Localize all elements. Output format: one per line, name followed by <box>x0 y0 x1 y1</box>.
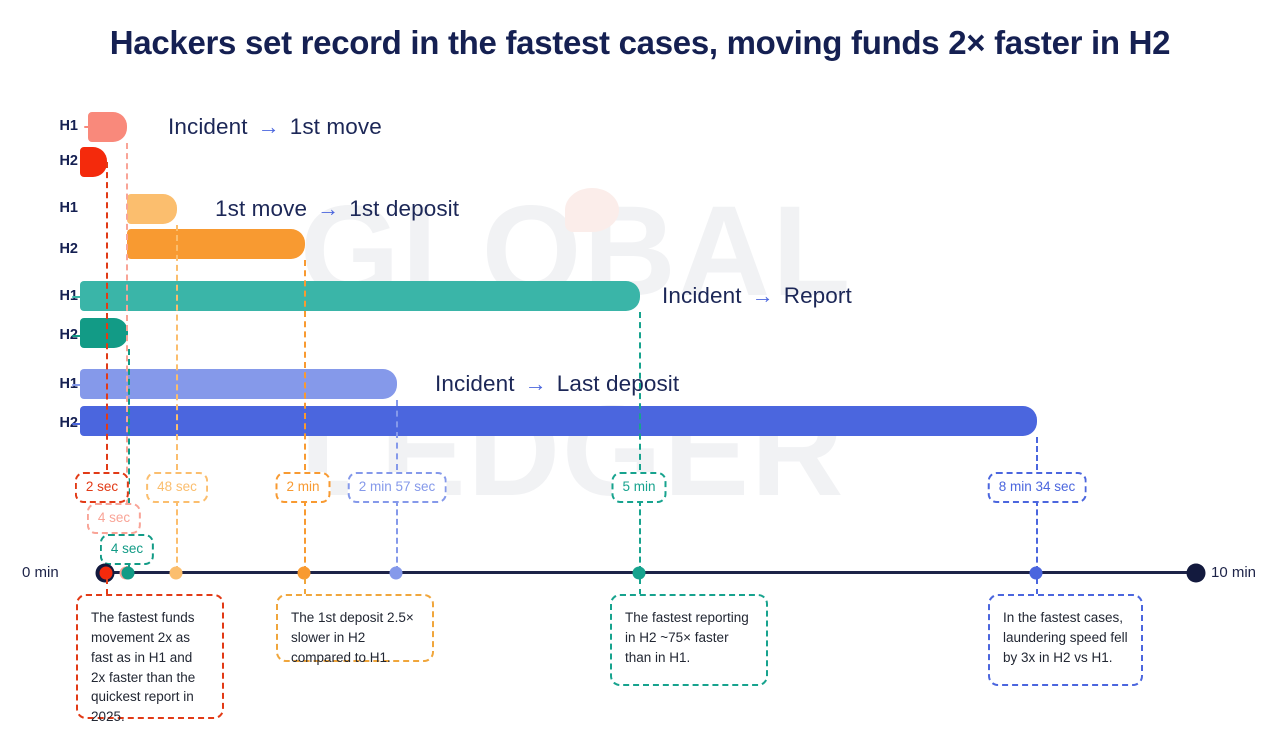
watermark-blob <box>565 188 619 232</box>
leader-line-2-min <box>304 260 306 470</box>
callout-stem-3 <box>639 578 641 595</box>
row-label-g1-h1: H1 <box>59 118 78 134</box>
row-label-g2-h1: H1 <box>59 200 78 216</box>
series-label-g3: Incident → Report <box>662 283 852 309</box>
axis-marker-2-min <box>297 566 311 580</box>
axis-marker-2-sec <box>99 566 113 580</box>
bar-g1-h2 <box>80 147 107 177</box>
row-tick-g3-h1 <box>72 296 82 298</box>
bar-g4-h1 <box>80 369 397 399</box>
leader-line-2-min-57-sec <box>396 400 398 470</box>
arrow-icon: → <box>751 283 774 308</box>
series-label-g1-right: 1st move <box>289 114 382 139</box>
annotation-text-2: The 1st deposit 2.5× slower in H2 compar… <box>291 610 414 665</box>
axis-marker-5-min <box>632 566 646 580</box>
axis-marker-2-min-57-sec <box>389 566 403 580</box>
axis-end-label: 10 min <box>1211 564 1257 581</box>
value-pill-8-min-34-sec: 8 min 34 sec <box>987 472 1087 503</box>
leader-line-4-sec-teal-lower <box>128 560 130 572</box>
bar-g3-h2 <box>80 318 128 348</box>
row-label-g1-h2: H2 <box>59 153 78 169</box>
annotation-text-1: The fastest funds movement 2x as fast as… <box>91 610 196 725</box>
value-pill-5-min: 5 min <box>611 472 667 503</box>
value-pill-48-sec: 48 sec <box>146 472 208 503</box>
series-label-g4: Incident → Last deposit <box>435 371 679 397</box>
bar-g2-h1 <box>127 194 177 224</box>
leader-line-48-sec <box>176 225 178 470</box>
series-label-g3-right: Report <box>783 283 852 308</box>
value-pill-2-min-57-sec: 2 min 57 sec <box>347 472 447 503</box>
axis-start-label: 0 min <box>22 564 59 581</box>
value-pill-2-min: 2 min <box>275 472 331 503</box>
value-pill-4-sec-teal: 4 sec <box>99 534 155 565</box>
leader-line-2-min-lower <box>304 500 306 572</box>
annotation-callout-3: The fastest reporting in H2 ~75× faster … <box>610 594 768 686</box>
leader-line-8-min-34-sec-lower <box>1036 500 1038 572</box>
axis-end-dot <box>1186 563 1206 583</box>
bar-g4-h2 <box>80 406 1037 436</box>
annotation-callout-1: The fastest funds movement 2x as fast as… <box>76 594 224 724</box>
leader-line-4-sec-salmon <box>126 143 128 503</box>
row-tick-g4-h2 <box>72 423 82 425</box>
leader-line-48-sec-lower <box>176 500 178 572</box>
callout-stem-4 <box>1036 578 1038 595</box>
series-label-g1-left: Incident <box>168 114 248 139</box>
annotation-text-3: The fastest reporting in H2 ~75× faster … <box>625 610 749 665</box>
row-label-g4-h1: H1 <box>59 376 78 392</box>
annotation-callout-4: In the fastest cases, laundering speed f… <box>988 594 1143 686</box>
row-label-g3-h2: H2 <box>59 327 78 343</box>
value-pill-2-sec: 2 sec <box>74 472 130 503</box>
bar-g2-h2 <box>127 229 305 259</box>
leader-line-5-min <box>639 312 641 470</box>
row-label-g2-h2: H2 <box>59 241 78 257</box>
row-tick-g3-h2 <box>72 335 82 337</box>
series-label-g2-right: 1st deposit <box>349 196 460 221</box>
leader-line-4-sec-teal <box>128 349 130 534</box>
bar-g1-h1 <box>88 112 127 142</box>
leader-line-5-min-lower <box>639 500 641 572</box>
series-label-g4-left: Incident <box>435 371 515 396</box>
arrow-icon: → <box>257 114 280 139</box>
arrow-icon: → <box>524 371 547 396</box>
chart-title: Hackers set record in the fastest cases,… <box>109 24 1171 61</box>
series-label-g3-left: Incident <box>662 283 742 308</box>
series-label-g4-right: Last deposit <box>556 371 680 396</box>
axis-marker-4-sec-teal <box>121 566 135 580</box>
leader-line-2-sec <box>106 162 108 470</box>
callout-stem-2 <box>304 578 306 595</box>
annotation-text-4: In the fastest cases, laundering speed f… <box>1003 610 1128 665</box>
row-label-g4-h2: H2 <box>59 415 78 431</box>
leader-line-8-min-34-sec <box>1036 437 1038 470</box>
callout-stem-1 <box>106 578 108 595</box>
axis-marker-48-sec <box>169 566 183 580</box>
series-label-g2: 1st move → 1st deposit <box>215 196 459 222</box>
time-axis-line <box>100 571 1198 574</box>
annotation-callout-2: The 1st deposit 2.5× slower in H2 compar… <box>276 594 434 665</box>
row-label-g3-h1: H1 <box>59 288 78 304</box>
value-pill-4-sec-salmon: 4 sec <box>86 503 142 534</box>
row-tick-g4-h1 <box>72 384 82 386</box>
leader-line-2-min-57-sec-lower <box>396 500 398 572</box>
axis-marker-8-min-34-sec <box>1029 566 1043 580</box>
series-label-g1: Incident → 1st move <box>168 114 382 140</box>
arrow-icon: → <box>317 196 340 221</box>
series-label-g2-left: 1st move <box>215 196 308 221</box>
bar-g3-h1 <box>80 281 640 311</box>
